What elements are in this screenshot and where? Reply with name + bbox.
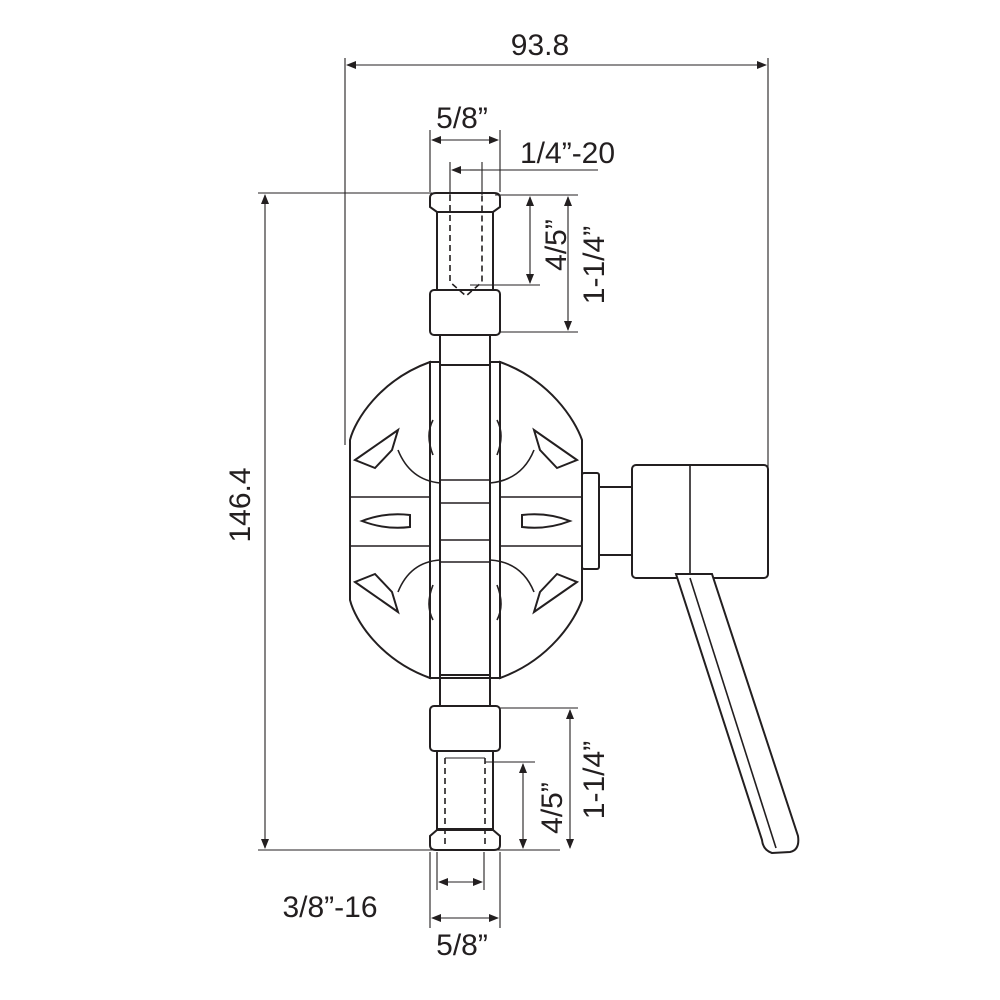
top-thread-dim: 1/4”-20 [449,137,615,195]
locking-handle [581,464,800,855]
top-stud-diameter-dim: 5/8” [429,102,501,192]
top-stud [429,192,501,366]
bottom-length-label: 1-1/4” [578,741,611,819]
bottom-depth-label: 4/5” [536,782,569,834]
top-stud-length-dim: 1-1/4” [500,194,611,333]
bottom-stud-diameter-dim: 5/8” [429,852,501,962]
top-thread-label: 1/4”-20 [520,137,615,170]
width-dimension: 93.8 [344,29,769,470]
clamp-body [349,360,583,680]
bottom-thread-label: 3/8”-16 [282,891,377,924]
bottom-thread-depth-dim: 4/5” [485,761,569,849]
bottom-diameter-label: 5/8” [436,929,488,962]
bottom-thread-dim: 3/8”-16 [282,852,485,924]
width-label: 93.8 [511,29,569,62]
height-dimension: 146.4 [224,192,560,851]
top-diameter-label: 5/8” [436,102,488,135]
bottom-stud [429,677,501,851]
top-length-label: 1-1/4” [578,226,611,304]
height-label: 146.4 [224,467,257,542]
bottom-stud-length-dim: 1-1/4” [500,707,611,849]
